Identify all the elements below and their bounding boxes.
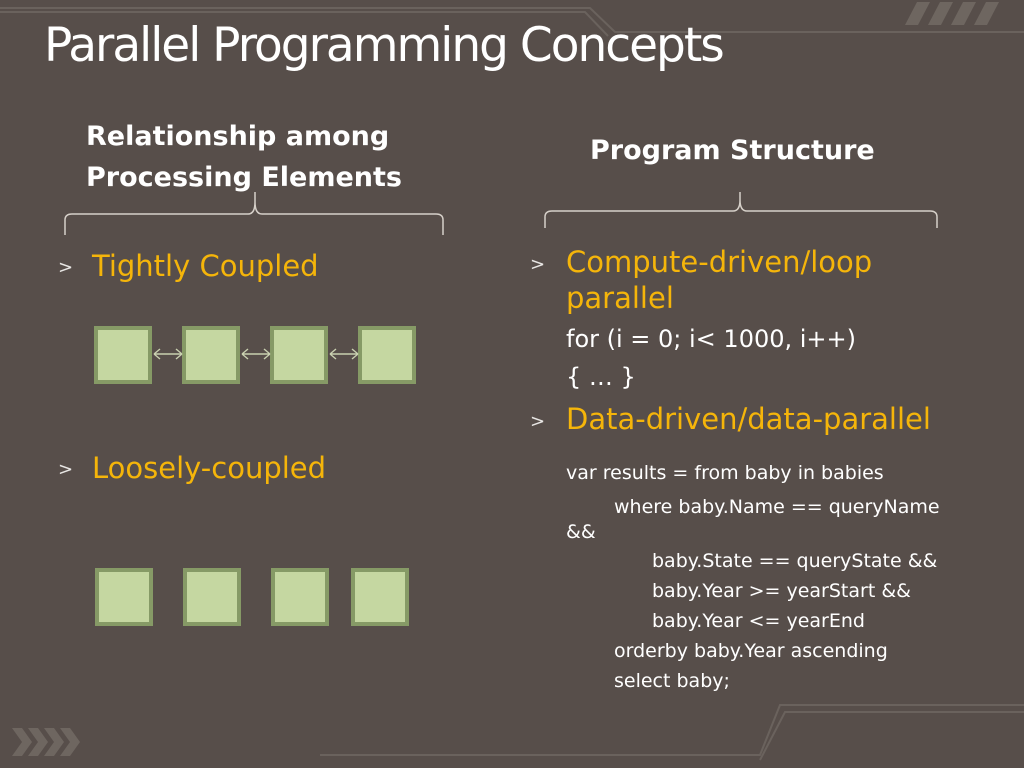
double-arrow-icon [241,348,271,360]
linq-code-line: baby.Year >= yearStart && [652,580,911,602]
left-heading-line2: Processing Elements [86,162,402,193]
double-arrow-icon [153,348,183,360]
processing-element-box [94,326,152,384]
double-arrow-icon [329,348,359,360]
bullet-compute-driven-line1: Compute-driven/loop [566,245,873,279]
bullet-loosely-coupled: Loosely-coupled [92,451,327,485]
bullet-marker: > [530,411,546,432]
linq-code-line: baby.Year <= yearEnd [652,610,865,632]
processing-element-box [183,568,241,626]
linq-code-line: && [566,521,596,543]
processing-element-box [270,326,328,384]
left-heading-line1: Relationship among [86,121,390,152]
processing-element-box [182,326,240,384]
linq-code-line: select baby; [614,670,730,692]
bullet-marker: > [58,459,74,480]
linq-code-line: var results = from baby in babies [566,462,884,484]
processing-element-box [358,326,416,384]
bullet-marker: > [58,257,74,278]
bullet-data-driven: Data-driven/data-parallel [566,402,931,436]
stripes-icon [905,2,999,25]
loop-code-line: for (i = 0; i< 1000, i++) [566,325,857,353]
chevrons-icon [12,728,80,756]
bullet-compute-driven-line2: parallel [566,281,674,315]
right-brace [544,192,938,228]
linq-code-line: where baby.Name == queryName [614,496,940,518]
slide-title: Parallel Programming Concepts [44,18,725,73]
bullet-marker: > [530,254,546,275]
processing-element-box [271,568,329,626]
bullet-tightly-coupled: Tightly Coupled [92,249,319,283]
linq-code-line: baby.State == queryState && [652,550,938,572]
linq-code-line: orderby baby.Year ascending [614,640,888,662]
right-column-heading: Program Structure [590,135,875,166]
loop-code-line: { … } [566,363,636,391]
left-brace [64,192,444,235]
processing-element-box [351,568,409,626]
left-column-heading: Relationship among Processing Elements [86,116,402,198]
processing-element-box [95,568,153,626]
